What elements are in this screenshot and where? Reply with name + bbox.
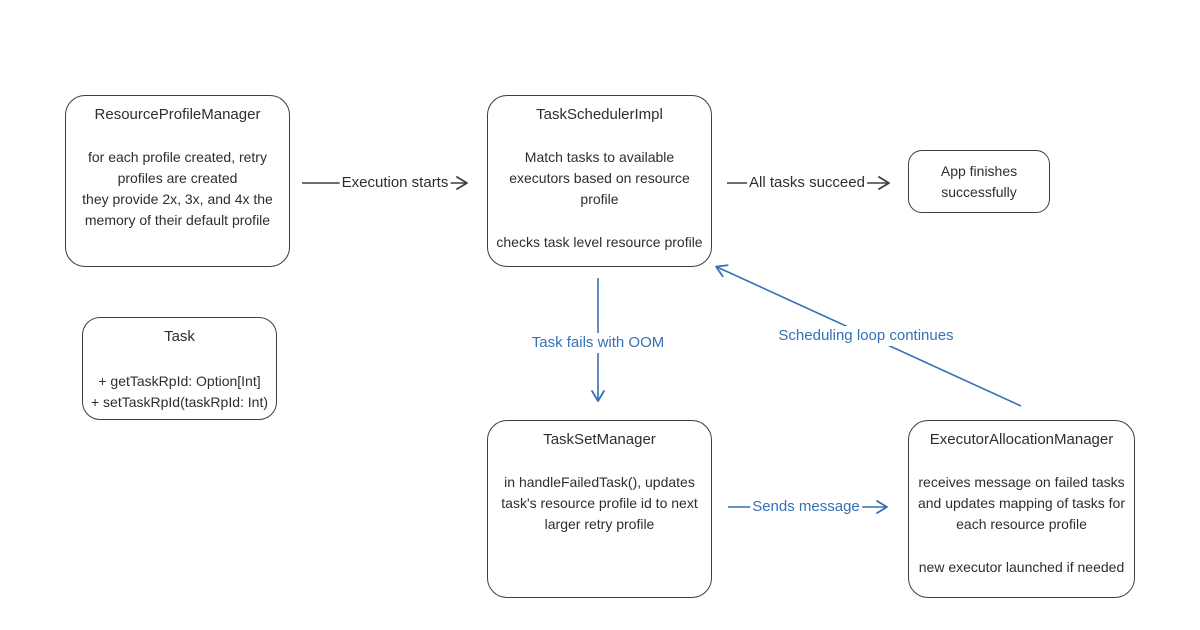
node-note: checks task level resource profile <box>496 234 703 250</box>
node-title: ResourceProfileManager <box>94 106 261 123</box>
node-task-scheduler-impl: TaskSchedulerImpl Match tasks to availab… <box>487 95 712 267</box>
node-task-set-manager: TaskSetManager in handleFailedTask(), up… <box>487 420 712 598</box>
node-body: + getTaskRpId: Option[Int] + setTaskRpId… <box>90 373 269 410</box>
node-title: TaskSchedulerImpl <box>536 106 663 123</box>
node-note: new executor launched if needed <box>918 559 1125 575</box>
node-body: in handleFailedTask(), updates task's re… <box>501 474 698 532</box>
node-app-finishes-successfully: App finishes successfully <box>908 150 1050 213</box>
edge-label-scheduling-loop-continues: Scheduling loop continues <box>776 326 956 346</box>
node-body: Match tasks to available executors based… <box>509 149 690 207</box>
node-task: Task + getTaskRpId: Option[Int] + setTas… <box>82 317 277 420</box>
edge-label-task-fails-with-oom: Task fails with OOM <box>529 333 667 353</box>
node-body: App finishes successfully <box>940 162 1018 200</box>
node-resource-profile-manager: ResourceProfileManager for each profile … <box>65 95 290 267</box>
node-executor-allocation-manager: ExecutorAllocationManager receives messa… <box>908 420 1135 598</box>
node-body: receives message on failed tasks and upd… <box>917 474 1126 532</box>
edge-label-execution-starts: Execution starts <box>339 173 451 193</box>
edge-label-all-tasks-succeed: All tasks succeed <box>747 173 867 193</box>
node-title: TaskSetManager <box>543 431 656 448</box>
edge-label-sends-message: Sends message <box>750 497 862 517</box>
node-body: for each profile created, retry profiles… <box>82 149 273 228</box>
node-title: Task <box>164 328 195 345</box>
node-title: ExecutorAllocationManager <box>929 431 1114 448</box>
